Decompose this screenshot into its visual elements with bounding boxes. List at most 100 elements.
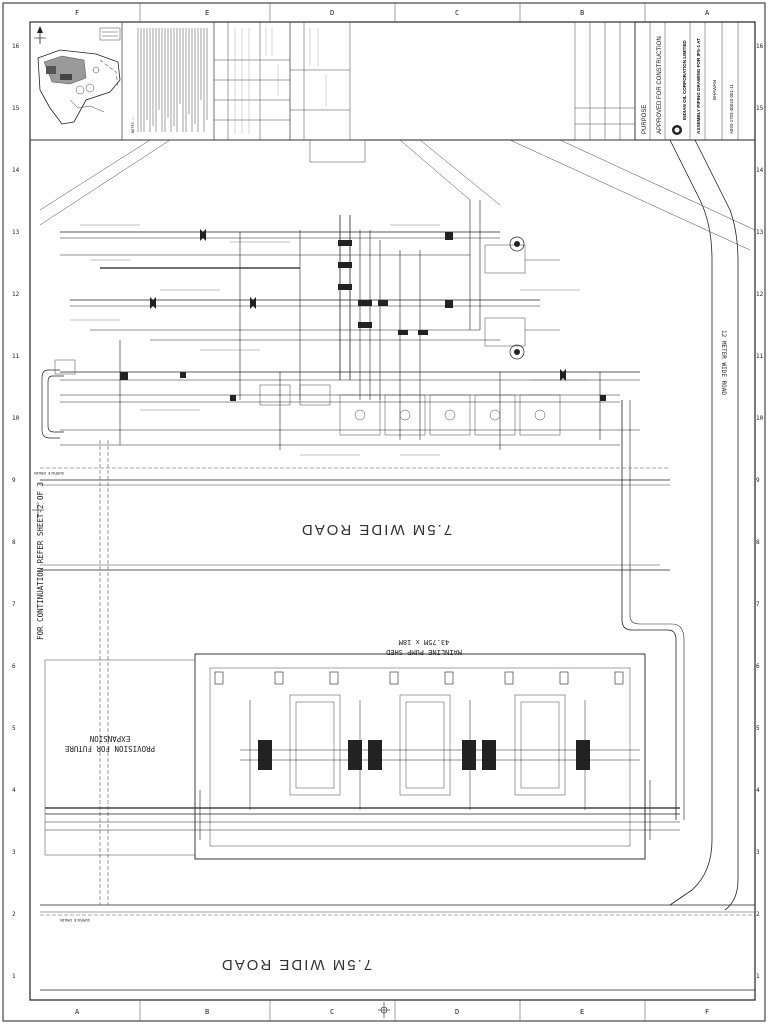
surface-drain-label: SURFACE DRAIN: [60, 918, 90, 923]
notes-heading: NOTES :-: [131, 116, 135, 133]
purpose-value: APPROVED FOR CONSTRUCTION: [657, 36, 663, 134]
key-plan: [29, 21, 123, 141]
frame-number: 11: [12, 353, 20, 360]
frame-number: 5: [12, 725, 16, 732]
pump-units: [258, 740, 590, 770]
drawing-number: A093-1703-40010-001-11: [729, 83, 734, 134]
frame-zone-ticks: [139, 3, 646, 1021]
pump-shed-title: MAINLINE PUMP SHED: [386, 648, 462, 656]
frame-number: 10: [12, 415, 20, 422]
pump-detail-lines: [240, 700, 640, 810]
frame-number: 15: [12, 105, 20, 112]
frame-number: 11: [756, 353, 764, 360]
frame-number: 9: [12, 477, 16, 484]
title-block: PURPOSE APPROVED FOR CONSTRUCTION INDIAN…: [634, 21, 756, 141]
inner-border: [29, 21, 756, 1001]
frame-number: 16: [12, 43, 20, 50]
frame-letter: C: [330, 1008, 334, 1016]
frame-number: 13: [756, 229, 764, 236]
frame-numbers-left: 16 15 14 13 12 11 10 9 8 7 6 5 4 3 2 1: [12, 43, 20, 980]
mainline-pipes: [45, 780, 680, 840]
surface-drain-label: SURFACE DRAIN: [34, 471, 64, 476]
frame-letter: F: [705, 1008, 709, 1016]
road-lower-label: 7.5M WIDE ROAD: [220, 956, 372, 973]
frame-letter: D: [330, 9, 334, 17]
future-expansion-line1: PROVISION FOR FUTURE: [64, 744, 155, 753]
equipment-upper-right: [484, 236, 560, 360]
continuation-note: FOR CONTINUATION REFER SHEET-2 OF 3: [36, 482, 45, 640]
frame-number: 14: [12, 167, 20, 174]
frame-number: 13: [12, 229, 20, 236]
future-expansion: PROVISION FOR FUTURE EXPANSION: [44, 659, 196, 856]
frame-number: 9: [756, 477, 760, 484]
frame-numbers-right: 16 15 14 13 12 11 10 9 8 7 6 5 4 3 2 1: [756, 43, 764, 980]
purpose-label: PURPOSE: [642, 105, 648, 134]
pump-icon: [509, 236, 525, 252]
frame-number: 4: [12, 787, 16, 794]
road-upper: 7.5M WIDE ROAD: [40, 479, 670, 571]
frame-letter: A: [75, 1008, 80, 1016]
frame-number: 1: [756, 973, 760, 980]
reference-text-lines: [234, 28, 327, 134]
road-upper-label: 7.5M WIDE ROAD: [300, 521, 452, 538]
frame-number: 6: [12, 663, 16, 670]
notes-block: NOTES :-: [121, 21, 215, 141]
road-lower: 7.5M WIDE ROAD: [40, 904, 755, 991]
road-side: 12 METER WIDE ROAD: [509, 139, 756, 911]
revision-table: [574, 21, 636, 141]
frame-number: 10: [756, 415, 764, 422]
callout-lines: [70, 224, 590, 456]
frame-number: 5: [756, 725, 760, 732]
frame-number: 3: [756, 849, 760, 856]
drawing-location: BHAWAN: [712, 80, 717, 100]
frame-number: 16: [756, 43, 764, 50]
frame-number: 14: [756, 167, 764, 174]
future-expansion-line2: EXPANSION: [90, 734, 131, 743]
frame-letter: D: [455, 1008, 459, 1016]
frame-letters-top: F E D C B A: [75, 9, 710, 17]
key-plan-icon: [37, 49, 121, 125]
frame-letters-bottom: A B C D E F: [75, 1008, 709, 1016]
frame-number: 7: [756, 601, 760, 608]
frame-letter: B: [580, 9, 584, 17]
north-arrow-icon: [34, 26, 46, 44]
company-name: INDIAN OIL CORPORATION LIMITED: [682, 40, 687, 120]
pump-icon: [509, 344, 525, 360]
frame-letter: E: [205, 9, 209, 17]
surface-drain-lower: SURFACE DRAIN: [40, 914, 755, 923]
drawing-title: ASSEMBLY PIPING DRAWING FOR IPS-1 AT: [696, 38, 701, 134]
frame-number: 2: [12, 911, 16, 918]
frame-letter: F: [75, 9, 79, 17]
centre-mark-icon: [32, 502, 44, 518]
shed-columns: [214, 671, 624, 685]
pump-skid: [289, 694, 566, 796]
centre-mark-icon: [378, 1002, 390, 1018]
frame-number: 8: [756, 539, 760, 546]
company-logo-icon: [672, 125, 682, 135]
frame-number: 4: [756, 787, 760, 794]
reference-tables: [213, 21, 351, 141]
pipe-loop-left: [41, 359, 76, 439]
frame-letter: A: [705, 9, 710, 17]
frame-number: 12: [756, 291, 764, 298]
frame-number: 6: [756, 663, 760, 670]
frame-number: 3: [12, 849, 16, 856]
road-side-label: 12 METER WIDE ROAD: [720, 330, 727, 395]
frame-letter: E: [580, 1008, 584, 1016]
frame-number: 8: [12, 539, 16, 546]
surface-drain-upper: SURFACE DRAIN: [34, 467, 670, 476]
pump-shed-size: 43.75M x 18M: [399, 638, 450, 646]
frame-number: 2: [756, 911, 760, 918]
frame-letter: B: [205, 1008, 209, 1016]
frame-number: 15: [756, 105, 764, 112]
frame-number: 7: [12, 601, 16, 608]
pump-shed: MAINLINE PUMP SHED 43.75M x 18M: [194, 638, 646, 860]
frame-letter: C: [455, 9, 459, 17]
site-boundary-lines: [39, 139, 501, 226]
equipment-row-mid: [259, 384, 561, 436]
frame-number: 1: [12, 973, 16, 980]
frame-number: 12: [12, 291, 20, 298]
valve-clusters: [120, 229, 606, 401]
